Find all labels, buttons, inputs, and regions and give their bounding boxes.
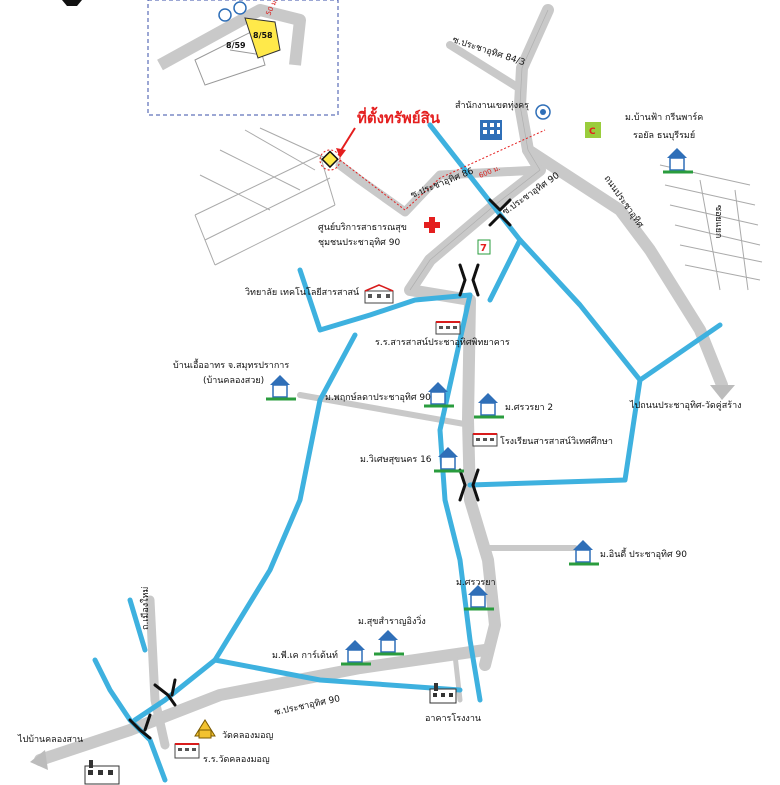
road-left-vertical — [145, 595, 170, 750]
bridges — [128, 198, 512, 740]
housing-grid-west — [194, 127, 336, 266]
house-icon — [663, 148, 693, 174]
route-line — [339, 129, 546, 211]
label-left-exit: ไปบ้านคลองสาน — [17, 734, 83, 745]
bridge-icon — [488, 198, 512, 227]
arrow-east-icon — [710, 385, 735, 400]
svg-text:7: 7 — [480, 243, 487, 254]
school-icon — [472, 433, 498, 447]
svg-text:C: C — [589, 127, 596, 137]
inset-lot-a: 8/59 — [226, 41, 246, 50]
label-pk-garden: ม.พี.เค การ์เด้นท์ — [272, 649, 338, 661]
school-icon — [364, 284, 394, 304]
school-icon — [435, 321, 461, 335]
house-icon — [341, 640, 371, 666]
inset-map: 8/59 8/58 50 ม. — [147, 0, 339, 116]
bridge-icon — [153, 678, 177, 707]
house-icon — [434, 447, 464, 473]
bridge-icon — [458, 263, 480, 297]
label-health-1: ศูนย์บริการสาธารณสุข — [318, 221, 407, 233]
label-sarawan: ม.ศรวรยา — [456, 578, 496, 588]
road-branch-factory — [452, 652, 463, 703]
house-icon — [424, 382, 454, 408]
property-marker: ที่ตั้งทรัพย์สิน — [319, 106, 441, 171]
label-baanfah-2: รอยัล ธนบุรีรมย์ — [633, 129, 695, 141]
label-health-2: ชุมชนประชาอุทิศ 90 — [318, 237, 400, 248]
canal-east-vertical — [487, 237, 523, 303]
canal-upper-west — [297, 267, 473, 333]
inset-lot-b: 8/58 — [253, 31, 273, 40]
canal-lower-connector — [212, 657, 463, 693]
label-wat-school: ร.ร.วัดคลองมอญ — [203, 755, 270, 765]
arrow-west-icon — [30, 750, 48, 770]
canal-west-main — [132, 332, 358, 723]
housing-grid-east — [659, 164, 763, 291]
label-shelter-1: บ้านเอื้ออาทร จ.สมุทรปราการ — [173, 358, 289, 371]
label-sarawan-2: ม.ศรวรยา 2 — [505, 403, 553, 413]
road-label-90-bottom: ซ.ประชาอุทิศ 90 — [273, 693, 341, 718]
label-vocational-school: โรงเรียนสารสาสน์วิเทศศึกษา — [500, 435, 613, 447]
label-tech-college: วิทยาลัย เทคโนโลยีสารสาสน์ — [245, 286, 359, 298]
label-right-exit: ไปถนนประชาอุทิศ-วัดคู่สร้าง — [629, 400, 742, 411]
road-label-left: ถ.เมืองใหม่ — [140, 587, 151, 630]
seven-eleven-icon: C — [585, 122, 601, 138]
label-suksamran: ม.สุขสำราญอิงวิ่ง — [358, 614, 426, 627]
label-wisetsuk: ม.วิเศษสุขนคร 16 — [360, 454, 432, 465]
school-icon — [174, 743, 200, 759]
road-label-side: ซอยแยก — [713, 205, 723, 238]
seven-eleven-icon: 7 — [477, 239, 491, 255]
label-pruksa: ม.พฤกษ์ลดาประชาอุทิศ 90 — [325, 391, 431, 403]
label-factory: อาคารโรงงาน — [425, 713, 481, 724]
hospital-cross-icon — [424, 217, 440, 233]
house-icon — [464, 585, 494, 611]
north-arrow-icon — [62, 0, 82, 14]
canal-east-loop — [467, 377, 643, 488]
house-icon — [374, 630, 404, 656]
property-label: ที่ตั้งทรัพย์สิน — [357, 106, 441, 127]
road-soi-86 — [335, 160, 545, 217]
inset-road — [157, 4, 306, 71]
road-soi-90-lower — [34, 644, 491, 766]
factory-icon — [429, 683, 457, 704]
bridge-icon — [458, 468, 480, 502]
inset-property-lot — [244, 17, 281, 59]
road-east-arrow — [522, 144, 728, 391]
label-district-office: สำนักงานเขตทุ่งครุ — [455, 100, 529, 111]
temple-icon — [194, 719, 216, 739]
house-icon — [569, 540, 599, 566]
canal-south-branch — [127, 597, 148, 653]
bridge-icon — [128, 713, 152, 740]
gas-station-icon — [535, 104, 551, 120]
office-icon — [480, 120, 502, 140]
house-icon — [474, 393, 504, 419]
label-wat-temple: วัดคลองมอญ — [222, 731, 274, 741]
label-sarasas-school: ร.ร.สารสาสน์ประชาอุทิศพิทยาคาร — [375, 336, 510, 348]
label-indy: ม.อินดี้ ประชาอุทิศ 90 — [600, 547, 687, 560]
inset-frame — [147, 0, 339, 116]
label-baanfah-1: ม.บ้านฟ้า กรีนพาร์ค — [625, 111, 703, 123]
factory-icon — [84, 760, 120, 785]
road-soi-84-3 — [446, 41, 526, 94]
house-icon — [266, 375, 296, 401]
route-distance: 600 ม. — [478, 164, 502, 180]
label-shelter-2: (บ้านคลองสวย) — [203, 375, 264, 386]
